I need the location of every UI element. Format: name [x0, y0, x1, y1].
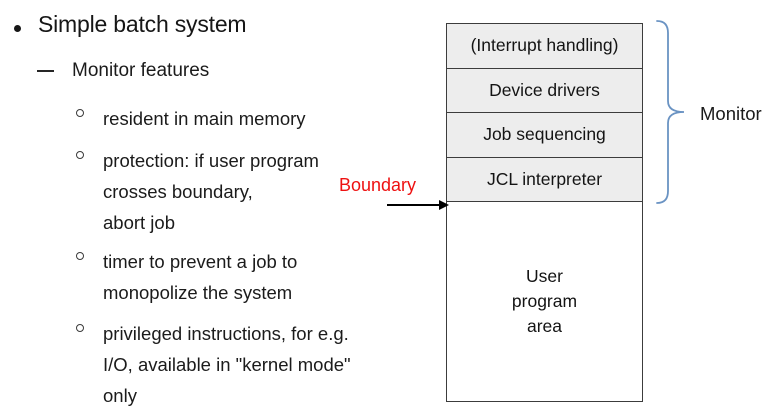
user-area-line: User	[526, 266, 563, 286]
bullet-line: monopolize the system	[103, 282, 293, 303]
circle-bullet-icon	[76, 151, 84, 159]
bullet-line: protection: if user program	[103, 150, 319, 171]
level2-dash-bullet-icon	[37, 70, 54, 73]
bullet-line: only	[103, 385, 137, 406]
memory-row-device-drivers: Device drivers	[447, 68, 642, 113]
boundary-label: Boundary	[339, 175, 417, 195]
bullet-item: protection: if user program crosses boun…	[103, 145, 319, 238]
bullet-item: resident in main memory	[103, 103, 306, 134]
page-title: Simple batch system	[38, 11, 247, 37]
bullet-line: privileged instructions, for e.g.	[103, 323, 349, 344]
monitor-brace-icon	[656, 20, 685, 204]
bullet-item: privileged instructions, for e.g. I/O, a…	[103, 318, 351, 411]
circle-bullet-icon	[76, 109, 84, 117]
monitor-label: Monitor	[700, 103, 762, 124]
bullet-line: I/O, available in "kernel mode"	[103, 354, 351, 375]
subtitle: Monitor features	[72, 60, 210, 81]
circle-bullet-icon	[76, 252, 84, 260]
bullet-line: crosses boundary,	[103, 181, 253, 202]
bullet-line: abort job	[103, 212, 175, 233]
boundary-arrow-icon	[387, 200, 449, 210]
memory-row-jcl-interpreter: JCL interpreter	[447, 157, 642, 202]
memory-stack: (Interrupt handling) Device drivers Job …	[446, 23, 643, 402]
circle-bullet-icon	[76, 324, 84, 332]
user-area-line: area	[526, 316, 563, 336]
memory-row-interrupt-handling: (Interrupt handling)	[447, 24, 642, 69]
user-program-area: User program area	[447, 202, 642, 401]
bullet-item: timer to prevent a job to monopolize the…	[103, 246, 297, 308]
bullet-line: timer to prevent a job to	[103, 251, 298, 272]
bullet-line: resident in main memory	[103, 108, 306, 129]
level1-bullet-dot-icon	[14, 25, 21, 32]
memory-row-job-sequencing: Job sequencing	[447, 113, 642, 158]
user-area-line: program	[511, 291, 578, 311]
